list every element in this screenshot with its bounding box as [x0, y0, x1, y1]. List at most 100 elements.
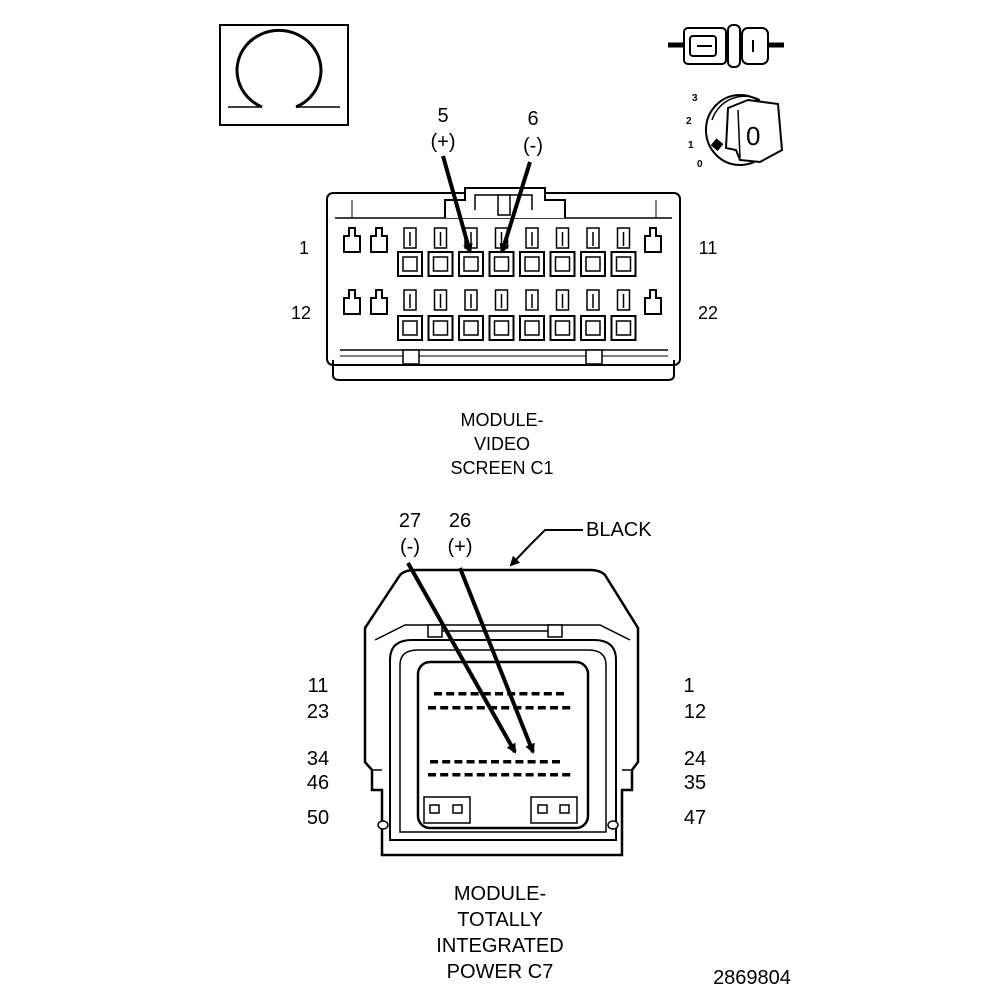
c7-pin-slot	[562, 706, 571, 710]
c1-cavities	[343, 227, 662, 341]
c1-probe-a-pin: 5	[437, 105, 448, 127]
ignition-key-label: 0	[746, 121, 760, 151]
c1-probe-b-pin: 6	[527, 108, 538, 130]
c7-pin-slot	[442, 760, 451, 764]
c1-probe-b-sign: (-)	[523, 135, 543, 157]
ignition-position-1: 1	[688, 140, 694, 151]
c1-connector-body	[326, 187, 681, 381]
c7-pin-slot	[552, 760, 560, 764]
c7-pin-slot	[476, 706, 485, 710]
c7-right-pin-1: 1	[683, 675, 694, 697]
c7-left-pin-46: 46	[307, 772, 329, 794]
ignition-position-3: 3	[692, 93, 698, 104]
c7-right-pin-24: 24	[684, 748, 706, 770]
c7-caption-line1: MODULE-	[454, 883, 546, 905]
c1-terminal-cavity	[397, 289, 423, 341]
c7-pin-slot	[491, 760, 499, 764]
c7-pin-slot	[478, 760, 487, 764]
c7-pin-slot	[525, 773, 534, 777]
c7-pin-slot	[556, 692, 564, 696]
c7-pin-slot	[562, 773, 571, 777]
c7-color-leader	[509, 529, 583, 567]
c7-left-pin-50: 50	[307, 807, 329, 829]
c7-caption-line3: INTEGRATED	[436, 935, 563, 957]
c7-pin-slot	[501, 773, 510, 777]
c7-pin-slot	[458, 692, 467, 696]
c7-pin-slot	[539, 760, 548, 764]
c7-pin-slot	[503, 760, 512, 764]
c7-pin-slot	[550, 773, 558, 777]
c1-positive-probe-lead	[441, 155, 473, 254]
c7-right-pin-12: 12	[684, 701, 706, 723]
c7-color-label: BLACK	[586, 519, 652, 541]
c7-pin-slot	[440, 773, 449, 777]
c7-pin-slot	[446, 692, 455, 696]
c7-caption-line4: POWER C7	[447, 961, 554, 983]
c1-negative-probe-lead	[499, 161, 532, 254]
ignition-key-off-icon	[705, 94, 784, 166]
c1-terminal-cavity	[519, 289, 545, 341]
c7-pin-slot	[527, 760, 536, 764]
c7-pin-slot	[440, 706, 449, 710]
ignition-position-2: 2	[686, 116, 692, 127]
c1-terminal-cavity	[427, 289, 454, 341]
c1-probe-a-sign: (+)	[431, 131, 456, 153]
c7-left-pin-34: 34	[307, 748, 329, 770]
c7-pin-slot	[531, 692, 540, 696]
c1-terminal-cavity	[397, 227, 423, 277]
c7-pin-slot	[550, 706, 558, 710]
c7-pin-slot	[489, 706, 497, 710]
c7-pin-slot	[495, 692, 503, 696]
c7-probe-b-sign: (+)	[448, 536, 473, 558]
c1-terminal-cavity	[610, 227, 637, 277]
c1-latch-cavity	[370, 289, 388, 315]
ohmmeter-omega-icon	[219, 24, 349, 126]
c7-probe-b-pin: 26	[449, 510, 471, 532]
c1-pin-11-label: 11	[699, 238, 718, 258]
c7-pin-slot	[430, 760, 438, 764]
c7-right-pin-35: 35	[684, 772, 706, 794]
c1-terminal-cavity	[610, 289, 637, 341]
c1-pin-22-label: 22	[698, 303, 718, 323]
c7-pin-slot	[464, 773, 473, 777]
c1-latch-cavity	[343, 227, 361, 253]
c1-terminal-cavity	[488, 289, 515, 341]
c1-terminal-cavity	[549, 227, 576, 277]
c1-caption-line3: SCREEN C1	[450, 458, 553, 478]
c1-terminal-cavity	[427, 227, 454, 277]
c1-caption-line2: VIDEO	[474, 434, 530, 454]
figure-id: 2869804	[713, 967, 791, 989]
c1-latch-cavity	[644, 227, 662, 253]
c7-pin-slot	[515, 760, 524, 764]
c7-pin-slot	[513, 773, 522, 777]
c7-pin-slot	[501, 706, 510, 710]
c7-pin-slot	[543, 692, 552, 696]
c1-latch-cavity	[644, 289, 662, 315]
c7-pin-slot	[537, 773, 546, 777]
c7-right-pin-47: 47	[684, 807, 706, 829]
c7-pin-slot	[537, 706, 546, 710]
c7-probe-a-pin: 27	[399, 510, 421, 532]
c1-terminal-cavity	[580, 289, 606, 341]
c7-pin-slot	[489, 773, 497, 777]
c7-positive-probe-lead	[458, 567, 535, 754]
connector-disconnect-icon	[668, 24, 784, 68]
c7-negative-probe-lead	[406, 562, 517, 754]
c7-pin-slot	[428, 706, 436, 710]
c7-pin-slot	[464, 706, 473, 710]
c7-pin-slot	[466, 760, 475, 764]
c1-terminal-cavity	[580, 227, 606, 277]
c1-pin-1-label: 1	[299, 238, 309, 258]
c7-pin-slot	[428, 773, 436, 777]
c1-caption-line1: MODULE-	[460, 410, 543, 430]
c7-pin-slot	[452, 773, 461, 777]
c7-left-pin-23: 23	[307, 701, 329, 723]
c7-caption-line2: TOTALLY	[457, 909, 543, 931]
c1-latch-cavity	[343, 289, 361, 315]
c7-pin-slot	[525, 706, 534, 710]
ignition-position-0: 0	[697, 159, 703, 170]
c7-pin-slot	[519, 692, 528, 696]
c7-pin-slot	[454, 760, 463, 764]
c1-terminal-cavity	[519, 227, 545, 277]
